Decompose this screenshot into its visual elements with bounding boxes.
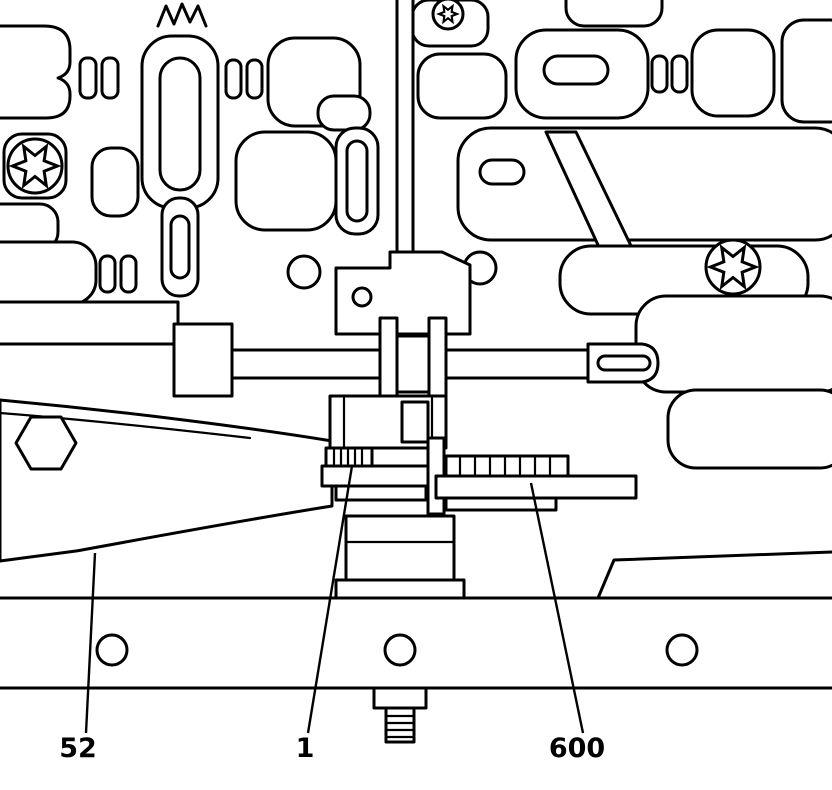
detent-slide xyxy=(370,446,436,468)
stand-body xyxy=(344,514,456,582)
channel-blob xyxy=(234,130,338,232)
rack-base-plate xyxy=(434,474,638,500)
selector-rack xyxy=(434,454,638,512)
stand-base xyxy=(334,578,466,600)
torx-screw-right xyxy=(704,238,762,296)
bolt-hole xyxy=(665,633,699,667)
fork-slot xyxy=(596,354,652,372)
connector-bar xyxy=(224,58,243,100)
bracket-plate xyxy=(334,250,472,336)
detent-base xyxy=(320,464,444,488)
callouts: 52 1 600 xyxy=(59,465,605,764)
rack-sub-step xyxy=(444,496,558,512)
channel-blob xyxy=(0,240,98,306)
channel-slot xyxy=(158,56,202,192)
connector-bar xyxy=(119,254,138,294)
oil-pan-rail xyxy=(0,550,832,744)
channel-blob xyxy=(90,146,140,218)
channel-blob xyxy=(416,52,508,120)
callout-52: 52 xyxy=(59,552,97,764)
channel-blob xyxy=(690,28,776,118)
mounting-bracket xyxy=(334,250,472,336)
detent-lever-arm xyxy=(0,398,334,563)
channel-slot xyxy=(542,54,610,86)
callout-600-label: 600 xyxy=(549,733,605,764)
connector-bar xyxy=(98,254,117,294)
channel-blob xyxy=(316,94,372,132)
rod-shaft xyxy=(395,0,415,264)
callout-600-leader xyxy=(529,482,585,734)
callout-1: 1 xyxy=(296,465,354,764)
torx-screw-top-left xyxy=(6,137,64,195)
torx-screws xyxy=(6,0,762,296)
callout-52-label: 52 xyxy=(59,733,97,764)
connector-bar xyxy=(78,56,98,100)
channel-slot xyxy=(169,214,191,280)
callout-600: 600 xyxy=(529,482,605,764)
hex-bolt-head xyxy=(14,415,78,471)
channel-blob xyxy=(634,294,832,394)
actuator-rod-assembly xyxy=(172,316,660,410)
channel-blob xyxy=(0,24,72,120)
rod-end-block xyxy=(172,322,234,398)
callout-52-leader xyxy=(84,552,97,734)
connector-bar xyxy=(670,54,689,94)
bolt-hole xyxy=(95,633,129,667)
connector-bar xyxy=(245,58,264,100)
detent-foot xyxy=(334,484,428,502)
boss-hole xyxy=(286,254,322,290)
connector-bar xyxy=(100,56,120,100)
channel-slot xyxy=(478,158,526,186)
detent-spring-assembly xyxy=(320,436,446,516)
stud-boss xyxy=(372,686,428,710)
channel-blob xyxy=(780,18,832,124)
manual-shaft-rod xyxy=(395,0,415,264)
rail-right-contour xyxy=(596,550,832,600)
bracket-hole xyxy=(351,286,373,308)
housing-stem xyxy=(400,400,430,444)
feed-band xyxy=(0,300,180,346)
channel-slot xyxy=(345,139,369,223)
torx-screw-top-center xyxy=(431,0,465,31)
channel-blob xyxy=(456,126,832,242)
connector-bar xyxy=(650,54,669,94)
support-stand xyxy=(334,514,466,600)
rod-spacer xyxy=(395,334,431,394)
channel-blob xyxy=(666,388,832,470)
channel-blob xyxy=(564,0,664,28)
callout-1-leader xyxy=(306,465,354,734)
callout-1-label: 1 xyxy=(296,733,315,764)
serrated-edge xyxy=(156,2,208,28)
bolt-hole xyxy=(383,633,417,667)
